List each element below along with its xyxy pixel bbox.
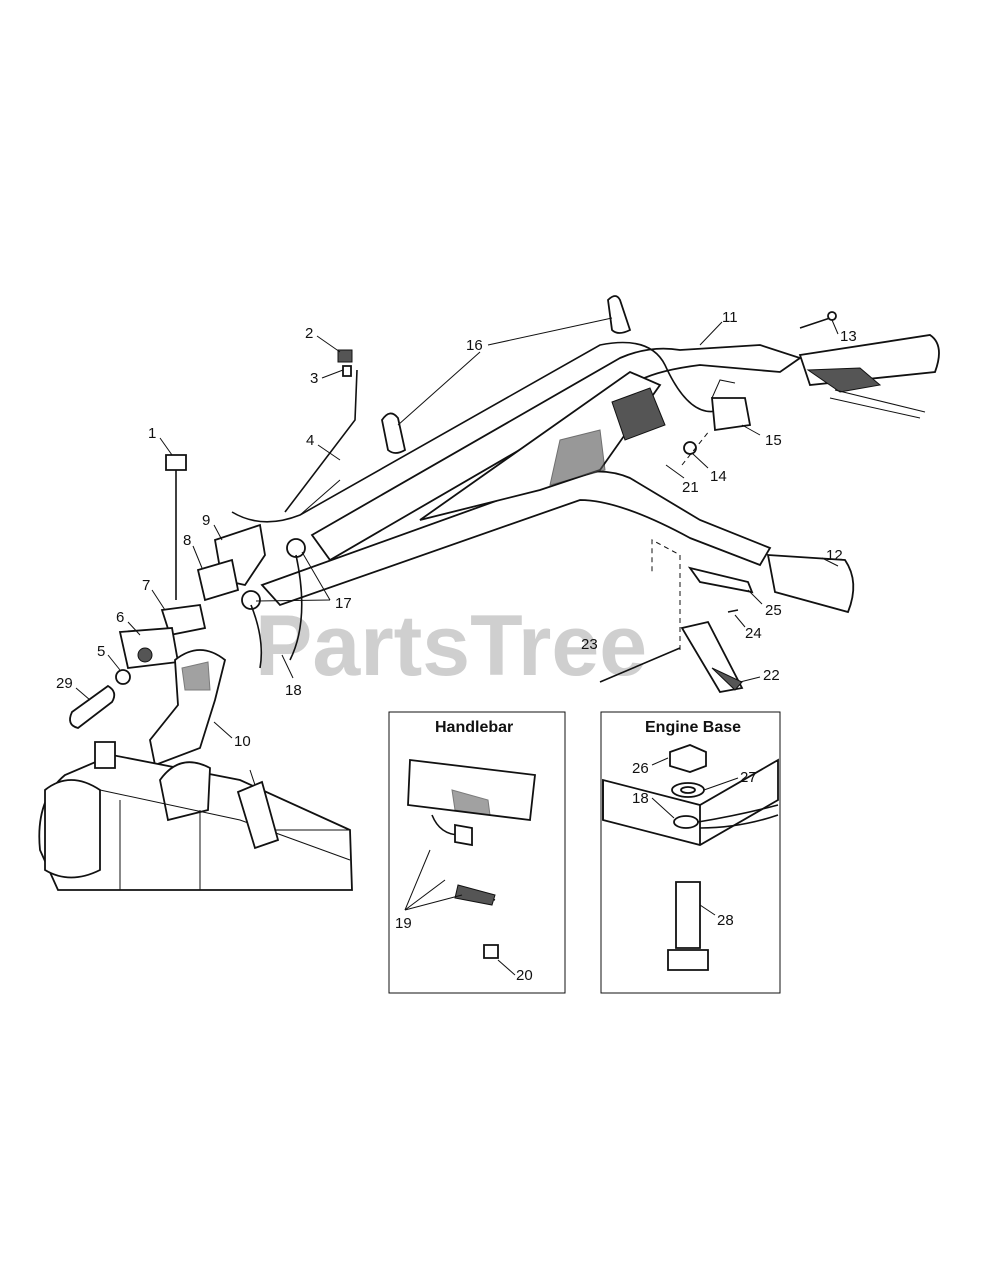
engine-callout-18: 18 (632, 790, 649, 807)
engine-callout-26: 26 (632, 760, 649, 777)
callout-6: 6 (116, 609, 124, 626)
callout-16: 16 (466, 337, 483, 354)
callout-21: 21 (682, 479, 699, 496)
callout-3: 3 (310, 370, 318, 387)
engine-base-inset-title: Engine Base (645, 719, 741, 736)
callout-15: 15 (765, 432, 782, 449)
callout-18: 18 (285, 682, 302, 699)
handlebar-callout-19: 19 (395, 915, 412, 932)
handlebar-callout-20: 20 (516, 967, 533, 984)
handlebar-assembly (231, 295, 940, 693)
callouts: 1 2 3 4 5 6 7 8 9 10 11 12 13 14 15 16 1… (56, 309, 857, 750)
engine-callout-28: 28 (717, 912, 734, 929)
callout-7: 7 (142, 577, 150, 594)
callout-22: 22 (763, 667, 780, 684)
watermark: PartsTree (255, 598, 647, 694)
handlebar-inset-title: Handlebar (435, 719, 513, 736)
callout-11: 11 (722, 309, 738, 326)
callout-10: 10 (234, 733, 251, 750)
lower-linkage (38, 454, 353, 891)
callout-5: 5 (97, 643, 105, 660)
callout-4: 4 (306, 432, 314, 449)
callout-2: 2 (305, 325, 313, 342)
callout-17: 17 (335, 595, 352, 612)
callout-12: 12 (826, 547, 843, 564)
engine-base-inset: Engine Base 26 27 18 28 (600, 711, 781, 994)
callout-1: 1 (148, 425, 156, 442)
callout-8: 8 (183, 532, 191, 549)
callout-24: 24 (745, 625, 762, 642)
callout-29: 29 (56, 675, 73, 692)
engine-callout-27: 27 (740, 769, 757, 786)
callout-25: 25 (765, 602, 782, 619)
callout-14: 14 (710, 468, 727, 485)
callout-13: 13 (840, 328, 857, 345)
handlebar-inset: Handlebar 19 20 (388, 711, 566, 994)
callout-23: 23 (581, 636, 598, 653)
callout-9: 9 (202, 512, 210, 529)
